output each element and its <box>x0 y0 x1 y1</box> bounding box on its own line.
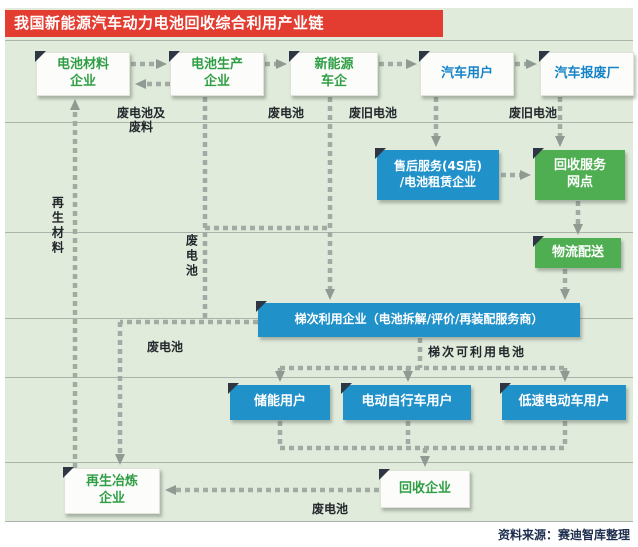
node-label: 低速电动车用户 <box>518 394 610 410</box>
node-nev-maker: 新能源 车企 <box>289 51 378 96</box>
node-battery-material-enterprise: 电池材料 企业 <box>35 51 130 96</box>
node-car-scrap-factory: 汽车报废厂 <box>539 51 634 96</box>
node-after-sales-service: 售后服务(4S店) /电池租赁企业 <box>375 148 499 200</box>
node-recycle-service-network: 回收服务 网点 <box>533 148 625 200</box>
node-label: 新能源 车企 <box>314 57 354 89</box>
node-regeneration-smelting-enterprise: 再生冶炼 企业 <box>63 467 160 514</box>
edge-label-echelon-usable-battery: 梯次可利用电池 <box>428 345 527 359</box>
grid-line <box>5 122 633 123</box>
node-label: 汽车报废厂 <box>554 65 620 81</box>
grid-line <box>5 521 633 522</box>
grid-line <box>5 232 633 233</box>
node-echelon-utilization-enterprise: 梯次利用企业（电池拆解/评价/再装配服务商） <box>256 301 580 337</box>
edge-label-regenerated-material: 再生材料 <box>50 196 65 256</box>
node-label: 汽车用户 <box>440 65 493 81</box>
node-label: 电池生产 企业 <box>190 57 243 89</box>
node-recycling-enterprise: 回收企业 <box>379 469 470 508</box>
node-low-speed-ev-user: 低速电动车用户 <box>500 383 626 420</box>
node-label: 回收企业 <box>398 480 451 496</box>
edge-label-waste-battery: 废电池 <box>311 502 348 516</box>
node-logistics-distribution: 物流配送 <box>533 236 621 268</box>
node-battery-production-enterprise: 电池生产 企业 <box>169 51 264 96</box>
edge-label-used-battery: 废旧电池 <box>348 106 397 120</box>
grid-line <box>5 377 633 378</box>
edge-label-waste-battery-and-scrap: 废电池及 废料 <box>116 106 165 135</box>
node-label: 售后服务(4S店) /电池租赁企业 <box>394 159 482 189</box>
node-label: 再生冶炼 企业 <box>85 474 138 506</box>
page-title: 我国新能源汽车动力电池回收综合利用产业链 <box>14 14 325 32</box>
edge-label-waste-battery: 废电池 <box>267 106 304 120</box>
node-ebike-user: 电动自行车用户 <box>341 383 471 420</box>
node-label: 回收服务 网点 <box>553 158 606 190</box>
node-label: 物流配送 <box>551 244 604 260</box>
node-energy-storage-user: 储能用户 <box>228 383 330 420</box>
node-label: 储能用户 <box>253 394 306 410</box>
title-banner: 我国新能源汽车动力电池回收综合利用产业链 <box>5 10 443 37</box>
edge-label-used-battery: 废旧电池 <box>508 106 557 120</box>
edge-label-waste-battery: 废电池 <box>146 340 183 354</box>
node-label: 电池材料 企业 <box>56 57 109 89</box>
node-label: 梯次利用企业（电池拆解/评价/再装配服务商） <box>294 312 544 327</box>
node-label: 电动自行车用户 <box>361 394 453 410</box>
edge-label-waste-battery-vertical: 废电池 <box>184 234 199 279</box>
node-car-user: 汽车用户 <box>419 51 514 96</box>
grid-line <box>5 40 633 41</box>
grid-line <box>5 462 633 463</box>
source-note: 资料来源：赛迪智库整理 <box>497 528 630 542</box>
